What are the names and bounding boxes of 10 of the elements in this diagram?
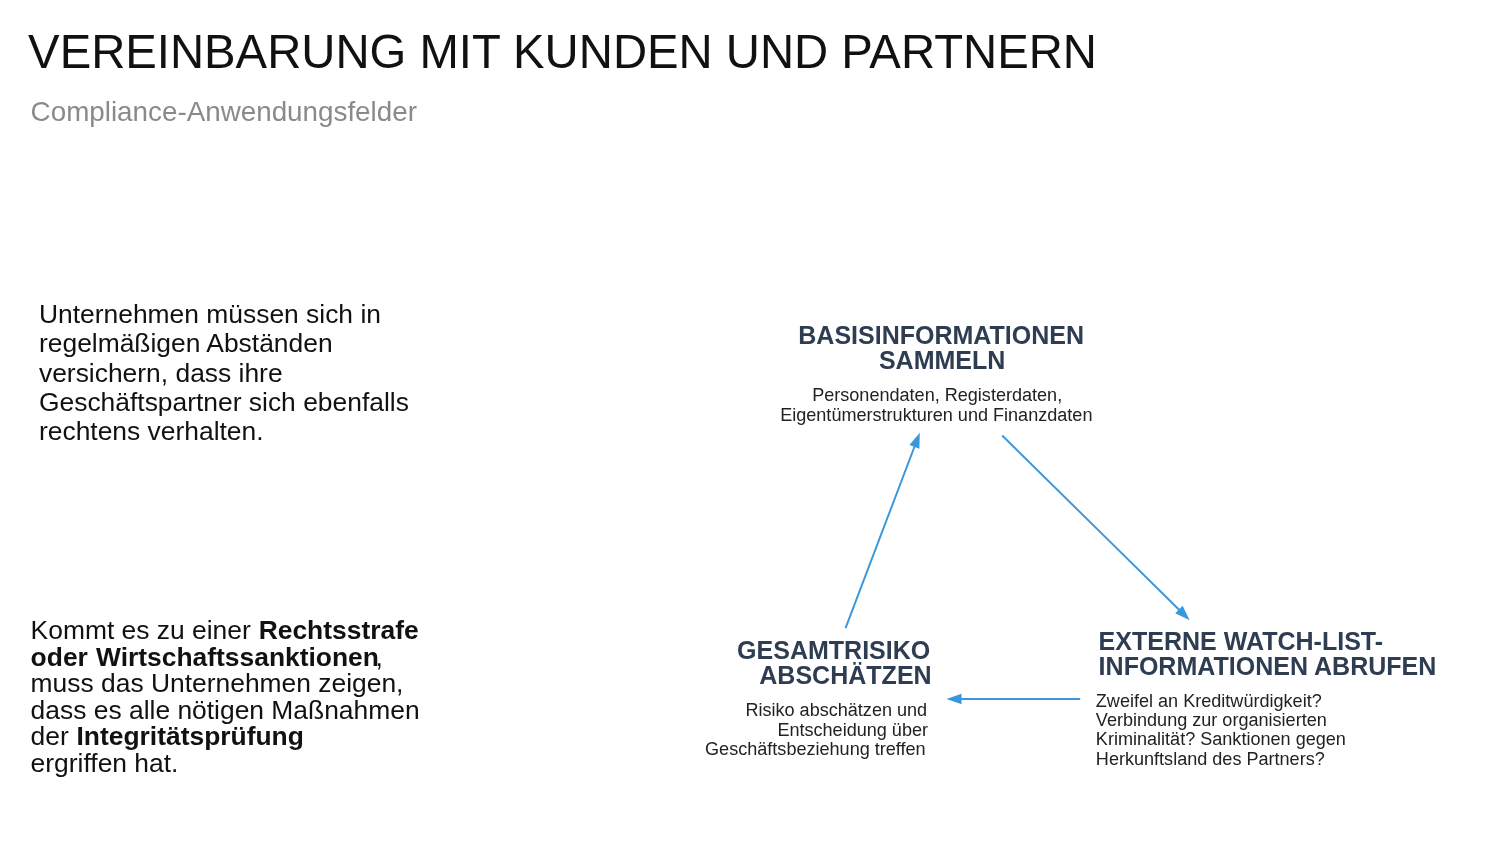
label: Unternehmen müssen sich in regelmäßigen Abständen versichern, dass ihre Geschäftspartner sich ebenfalls rechtens verhalten. bbox=[38, 299, 409, 446]
node-text: EXTERNE WATCH-LIST-INFORMATIONEN ABRUFEN Zweifel an Kreditwürdigkeit? Verbindung zur organisierten Kriminalität? Sanktionen gegen Herkunftsland des Partners? bbox=[1095, 626, 1437, 769]
arrow bbox=[946, 693, 1082, 705]
arrow bbox=[1001, 434, 1190, 621]
label: Compliance-Anwendungsfelder bbox=[30, 95, 417, 127]
node-text: BASISINFORMATIONEN SAMMELN Personendaten, Registerdaten, Eigentümerstrukturen und Finanzdaten bbox=[780, 321, 1093, 425]
arrow bbox=[844, 432, 920, 630]
node-text: GESAMTRISIKO ABSCHÄTZEN Risiko abschätzen und Entscheidung über Geschäftsbeziehung treffen bbox=[705, 636, 932, 760]
diagram-title: VEREINBARUNG MIT KUNDEN UND PARTNERN bbox=[28, 24, 1097, 78]
label: Kommt es zu einer Rechtsstrafe oder Wirtschaftssanktionen, muss das Unternehmen zeigen, dass es alle nötigen Maßnahmen der Integritätsprüfung ergriffen hat. bbox=[30, 615, 420, 778]
